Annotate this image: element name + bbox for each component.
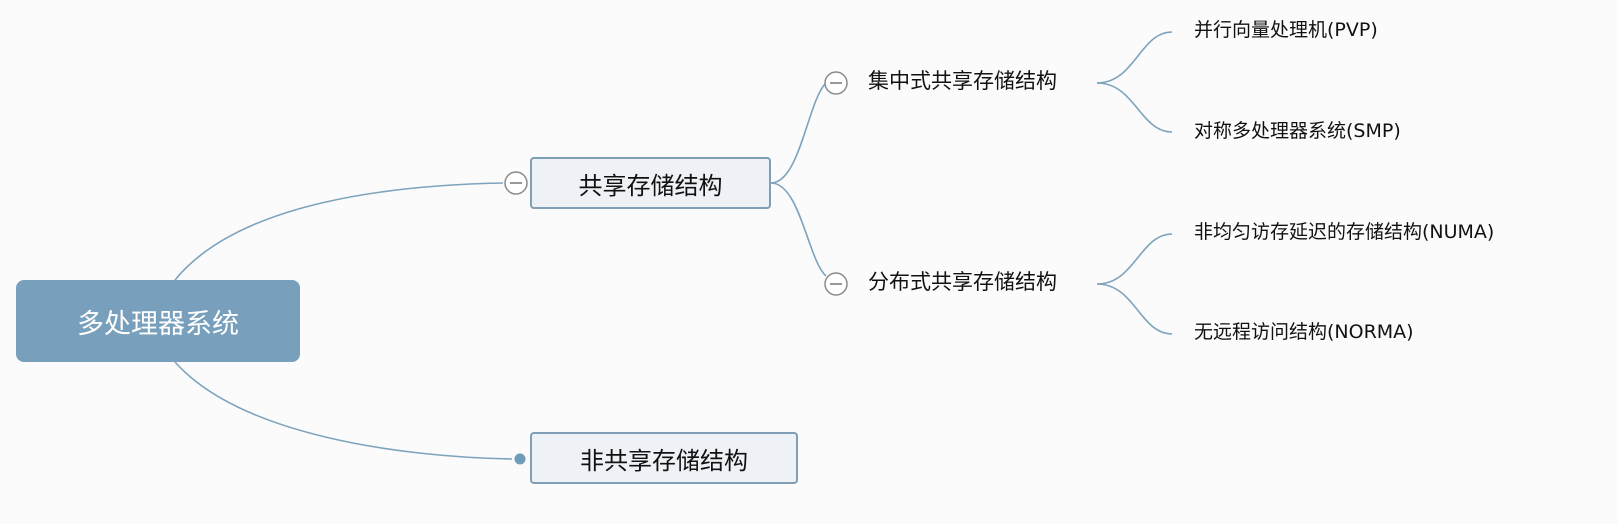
leaf-norma[interactable]: 无远程访问结构(NORMA) [1194,321,1414,343]
root-topic-label: 多处理器系统 [77,308,239,340]
subtopic-distributed-shared[interactable]: 分布式共享存储结构 [868,270,1057,294]
topic-shared-storage-label: 共享存储结构 [578,171,723,200]
root-topic[interactable]: 多处理器系统 [16,280,300,362]
connector-centralized-smp [1096,82,1173,133]
connector-root-shared [174,182,504,281]
connector-distributed-numa [1096,233,1173,285]
topic-nonshared-storage-label: 非共享存储结构 [580,446,748,475]
leaf-smp[interactable]: 对称多处理器系统(SMP) [1194,120,1401,142]
collapse-icon-centralized[interactable] [824,71,848,95]
connector-centralized-pvp [1096,31,1173,84]
subtopic-centralized-shared[interactable]: 集中式共享存储结构 [868,69,1057,93]
collapse-icon-shared[interactable] [504,171,528,195]
leaf-numa[interactable]: 非均匀访存延迟的存储结构(NUMA) [1194,221,1495,243]
leaf-pvp[interactable]: 并行向量处理机(PVP) [1194,19,1378,41]
collapse-icon-distributed[interactable] [824,272,848,296]
connector-distributed-norma [1096,283,1173,335]
topic-shared-storage[interactable]: 共享存储结构 [530,157,771,209]
topic-nonshared-storage[interactable]: 非共享存储结构 [530,432,798,484]
connector-shared-centralized [770,82,827,184]
connector-shared-distributed [770,182,827,277]
connector-root-nonshared [174,361,513,460]
collapse-icon-nonshared[interactable] [514,453,526,465]
